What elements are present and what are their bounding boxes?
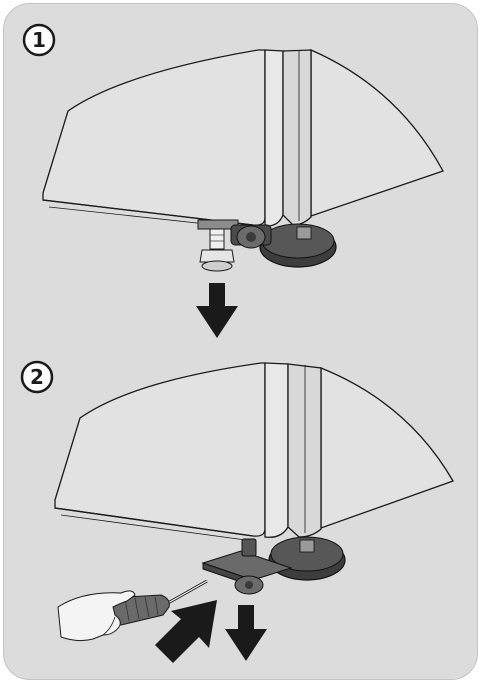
step-1-badge: 1 — [22, 23, 56, 57]
caster-wheel-2 — [201, 536, 346, 595]
step-1-number: 1 — [32, 28, 46, 52]
adjustable-foot-1 — [199, 228, 235, 272]
instruction-panel: 1 — [3, 3, 478, 680]
down-arrow-2 — [225, 605, 267, 661]
down-arrow-1 — [196, 283, 238, 338]
step-2-number: 2 — [30, 365, 44, 389]
appliance-corner-2 — [54, 362, 454, 542]
caster-wheel-1 — [230, 223, 337, 268]
step-2-badge: 2 — [20, 360, 54, 394]
step-2-group: 2 — [20, 360, 454, 663]
push-arrow — [155, 600, 217, 663]
step-1-group: 1 — [22, 23, 444, 338]
hand-icon — [57, 590, 136, 642]
appliance-corner-1 — [42, 49, 444, 230]
